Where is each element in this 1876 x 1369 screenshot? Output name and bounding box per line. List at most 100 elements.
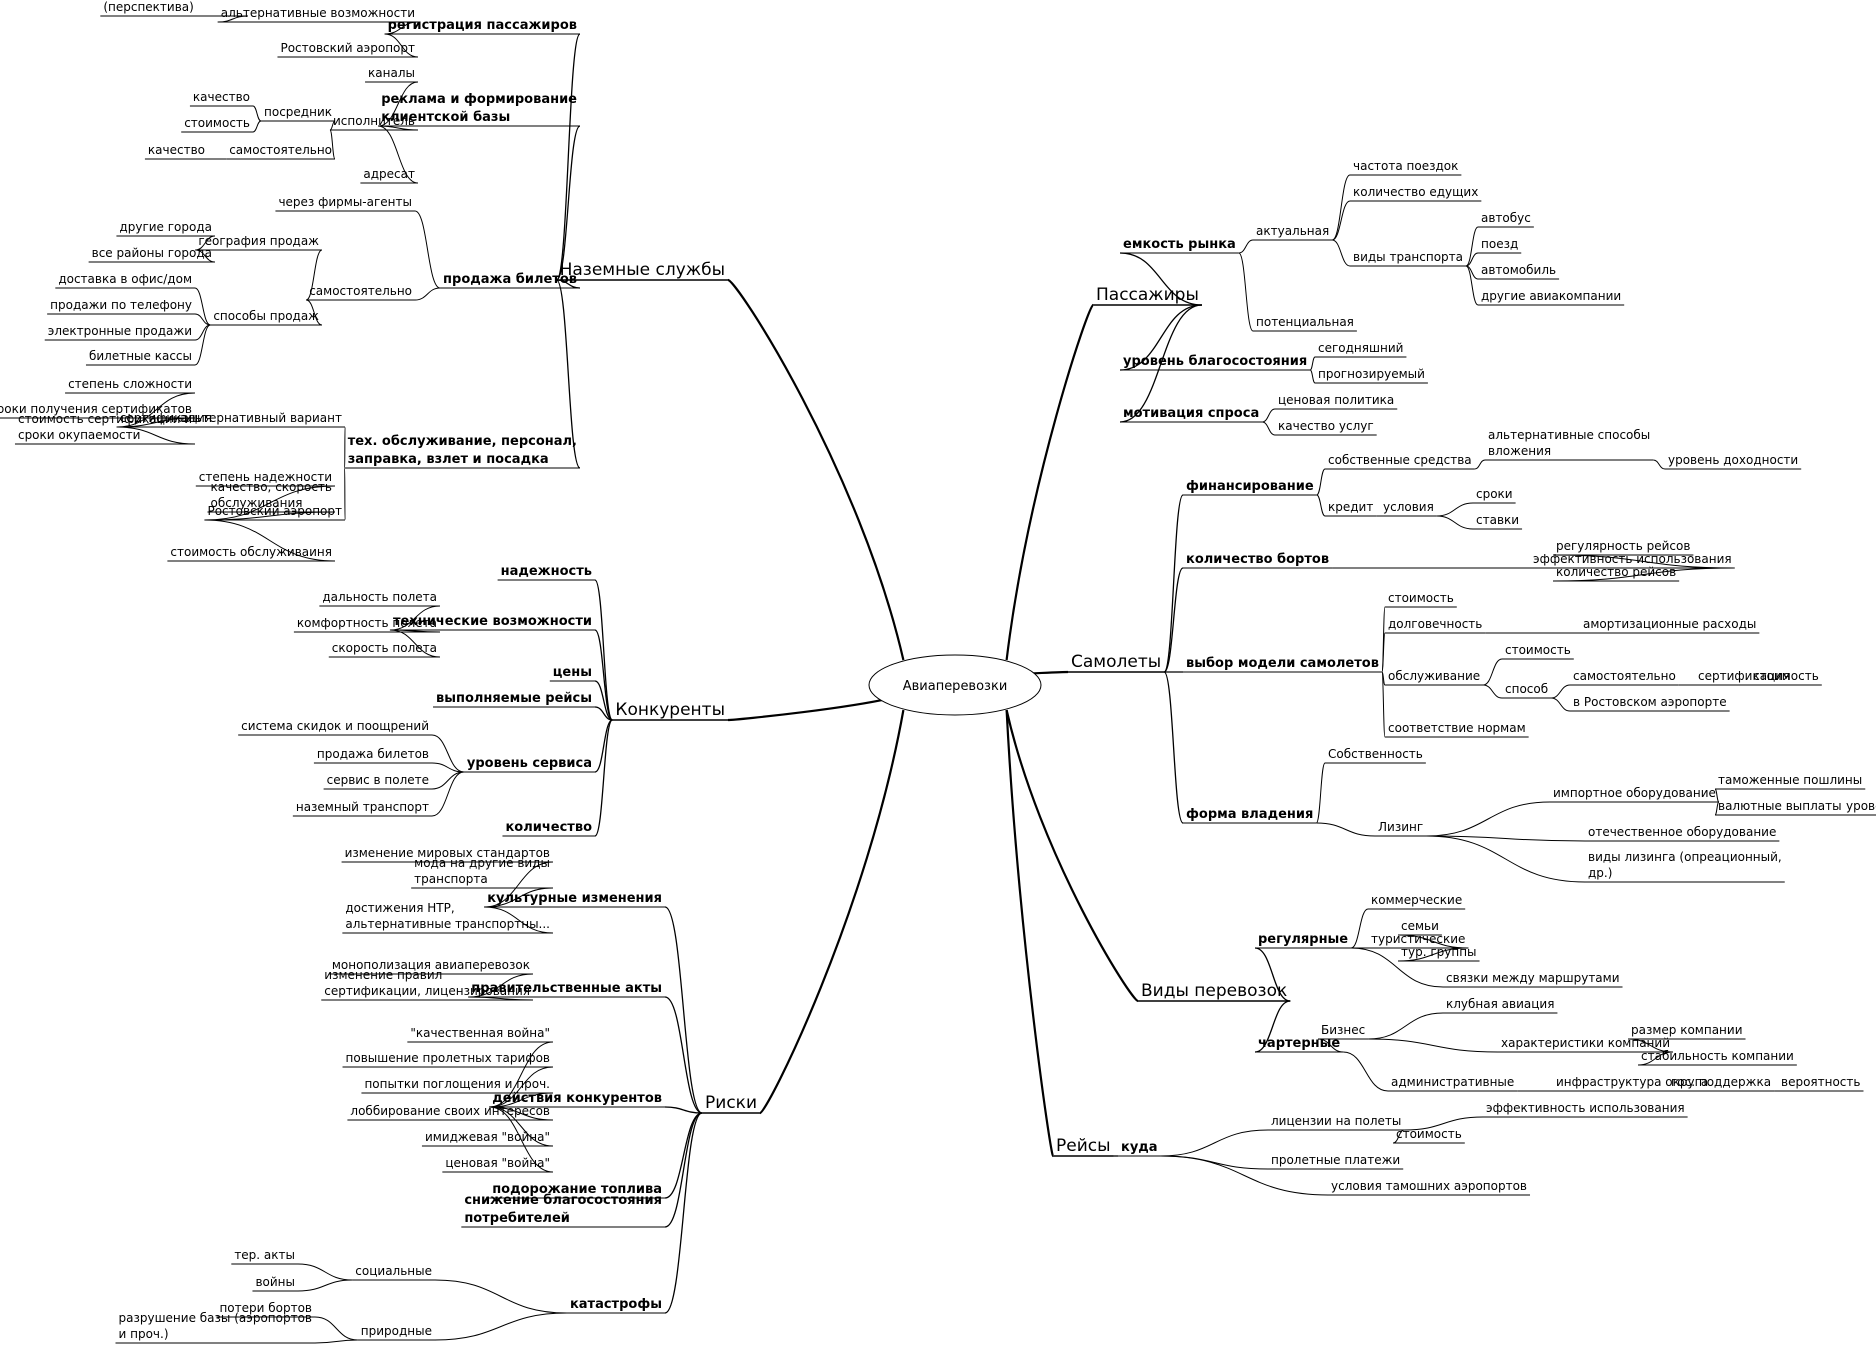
node-r-comp[interactable]: действия конкурентов [489,1091,665,1108]
node-t-geo-1[interactable]: другие города [116,220,215,237]
node-pa1[interactable]: частота поездок [1350,159,1462,176]
node-pm-cost[interactable]: стоимость [1385,591,1457,608]
node-flwl2[interactable]: стоимость [1393,1127,1465,1144]
node-pl-model[interactable]: выбор модели самолетов [1183,656,1382,673]
node-pf-cond[interactable]: условия [1380,500,1437,517]
node-rk1[interactable]: "качественная война" [407,1026,553,1043]
node-pol-types[interactable]: виды лизинга (опреационный,др.) [1585,850,1785,883]
node-pq1[interactable]: регулярность рейсов [1553,539,1694,556]
node-flw-cust[interactable]: условия тамошних аэропортов [1328,1179,1531,1196]
node-rk4[interactable]: лоббирование своих интересов [347,1104,553,1121]
node-ty-reg[interactable]: регулярные [1255,932,1352,949]
node-p-welfare[interactable]: уровень благосостояния [1120,354,1311,371]
node-c-serv[interactable]: уровень сервиса [463,756,595,773]
node-planes[interactable]: Самолеты [1068,652,1165,673]
node-po-lease[interactable]: Лизинг [1375,820,1427,837]
node-c-qty[interactable]: количество [502,820,595,837]
node-ct1[interactable]: дальность полета [319,590,440,607]
node-pv4[interactable]: другие авиакомпании [1478,289,1625,306]
node-pmw-cost[interactable]: стоимость [1750,669,1822,686]
node-pf-own[interactable]: собственные средства [1325,453,1475,470]
node-c-flights[interactable]: выполняемые рейсы [433,691,595,708]
node-pv1[interactable]: автобус [1478,211,1534,228]
node-c-tech[interactable]: технические возможности [389,614,595,631]
node-p-motiv[interactable]: мотивация спроса [1120,406,1263,423]
node-reg-alt-city[interactable]: городской аэровокзал(перспектива) [100,0,248,17]
node-poi2[interactable]: валютные выплаты [1715,799,1845,816]
node-ads-target[interactable]: адресат [360,167,418,184]
node-po-own[interactable]: Собственность [1325,747,1426,764]
node-pq2[interactable]: количество рейсов [1553,565,1680,582]
node-r-fuel[interactable]: подорожание топлива [489,1182,665,1199]
node-pmw-self[interactable]: самостоятельно [1570,669,1679,686]
node-cs3[interactable]: сервис в полете [323,773,432,790]
node-pl-own[interactable]: форма владения [1183,807,1317,824]
node-ty-ch[interactable]: чартерные [1255,1036,1344,1053]
node-tyt1[interactable]: семьи [1398,919,1442,936]
node-p-cap[interactable]: емкость рынка [1120,237,1239,254]
node-pmw-rostov[interactable]: в Ростовском аэропорте [1570,695,1730,712]
node-pms-cost[interactable]: стоимость [1502,643,1574,660]
node-tya2[interactable]: гос. поддержка [1668,1075,1775,1092]
node-p-actual[interactable]: актуальная [1253,224,1333,241]
node-pw1[interactable]: сегодняшний [1315,341,1407,358]
node-t-ways[interactable]: способы продаж [210,309,322,326]
node-cs4[interactable]: наземный транспорт [292,800,432,817]
node-rc1[interactable]: изменение мировых стандартов [341,846,553,863]
node-ads-mid-q[interactable]: качество [189,90,253,107]
node-tya3[interactable]: вероятность [1778,1075,1864,1092]
node-flw-fee[interactable]: пролетные платежи [1268,1153,1404,1170]
node-types[interactable]: Виды перевозок [1138,981,1291,1002]
node-t-w1[interactable]: доставка в офис/дом [55,272,195,289]
node-t-agents[interactable]: через фирмы-агенты [275,195,415,212]
node-pfc1[interactable]: сроки [1473,487,1516,504]
node-reg-rostov[interactable]: Ростовский аэропорт [277,41,418,58]
node-tr3[interactable]: стоимость обслуживаиня [167,545,335,562]
node-ads-channels[interactable]: каналы [365,66,418,83]
node-tech[interactable]: тех. обслуживание, персонал,заправка, вз… [344,434,580,469]
node-c-rel[interactable]: надежность [497,564,595,581]
node-tyr1[interactable]: коммерческие [1368,893,1466,910]
node-pass[interactable]: Пассажиры [1093,285,1202,306]
node-r-cult[interactable]: культурные изменения [484,891,665,908]
central-topic[interactable]: Авиаперевозки [868,654,1042,716]
node-pw2[interactable]: прогнозируемый [1315,367,1428,384]
node-rg1[interactable]: монополизация авиаперевозок [328,958,533,975]
node-pm-serv[interactable]: обслуживание [1385,669,1484,686]
node-rn1[interactable]: потери бортов [216,1301,315,1318]
node-pl-fin[interactable]: финансирование [1183,479,1317,496]
node-pv3[interactable]: автомобиль [1478,263,1560,280]
node-t-w4[interactable]: билетные кассы [85,349,195,366]
node-pf-inc[interactable]: уровень доходности [1665,453,1802,470]
node-r-social[interactable]: социальные [352,1264,435,1281]
node-tyb2[interactable]: характеристики компаний [1498,1036,1673,1053]
node-pfc2[interactable]: ставки [1473,513,1523,530]
node-fl-where[interactable]: куда [1118,1140,1161,1157]
node-ads-exec[interactable]: исполнитель [329,114,418,131]
node-poi1[interactable]: таможенные пошлины [1715,773,1866,790]
node-ct3[interactable]: скорость полета [328,641,440,658]
node-pm-norm[interactable]: соответствие нормам [1385,721,1529,738]
node-rk3[interactable]: попытки поглощения и проч. [361,1077,553,1094]
node-tyc-adm[interactable]: административные [1388,1075,1518,1092]
node-rk6[interactable]: ценовая "война" [442,1156,553,1173]
node-tyb22[interactable]: стабильность компании [1638,1049,1797,1066]
node-flights[interactable]: Рейсы [1053,1136,1114,1157]
node-t-self[interactable]: самостоятельно [306,284,415,301]
node-r-nature[interactable]: природные [357,1324,435,1341]
node-tc1[interactable]: степень сложности [65,377,195,394]
node-reg[interactable]: регистрация пассажиров [384,18,580,35]
node-t-geo-2[interactable]: все районы города [88,246,215,263]
node-pl-qty[interactable]: количество бортов [1183,552,1333,569]
node-tyt2[interactable]: тур. группы [1398,945,1480,962]
node-ads-self[interactable]: самостоятельно [226,143,335,160]
node-pm-dur[interactable]: долговечность [1385,617,1486,634]
node-rs1[interactable]: тер. акты [231,1248,298,1265]
